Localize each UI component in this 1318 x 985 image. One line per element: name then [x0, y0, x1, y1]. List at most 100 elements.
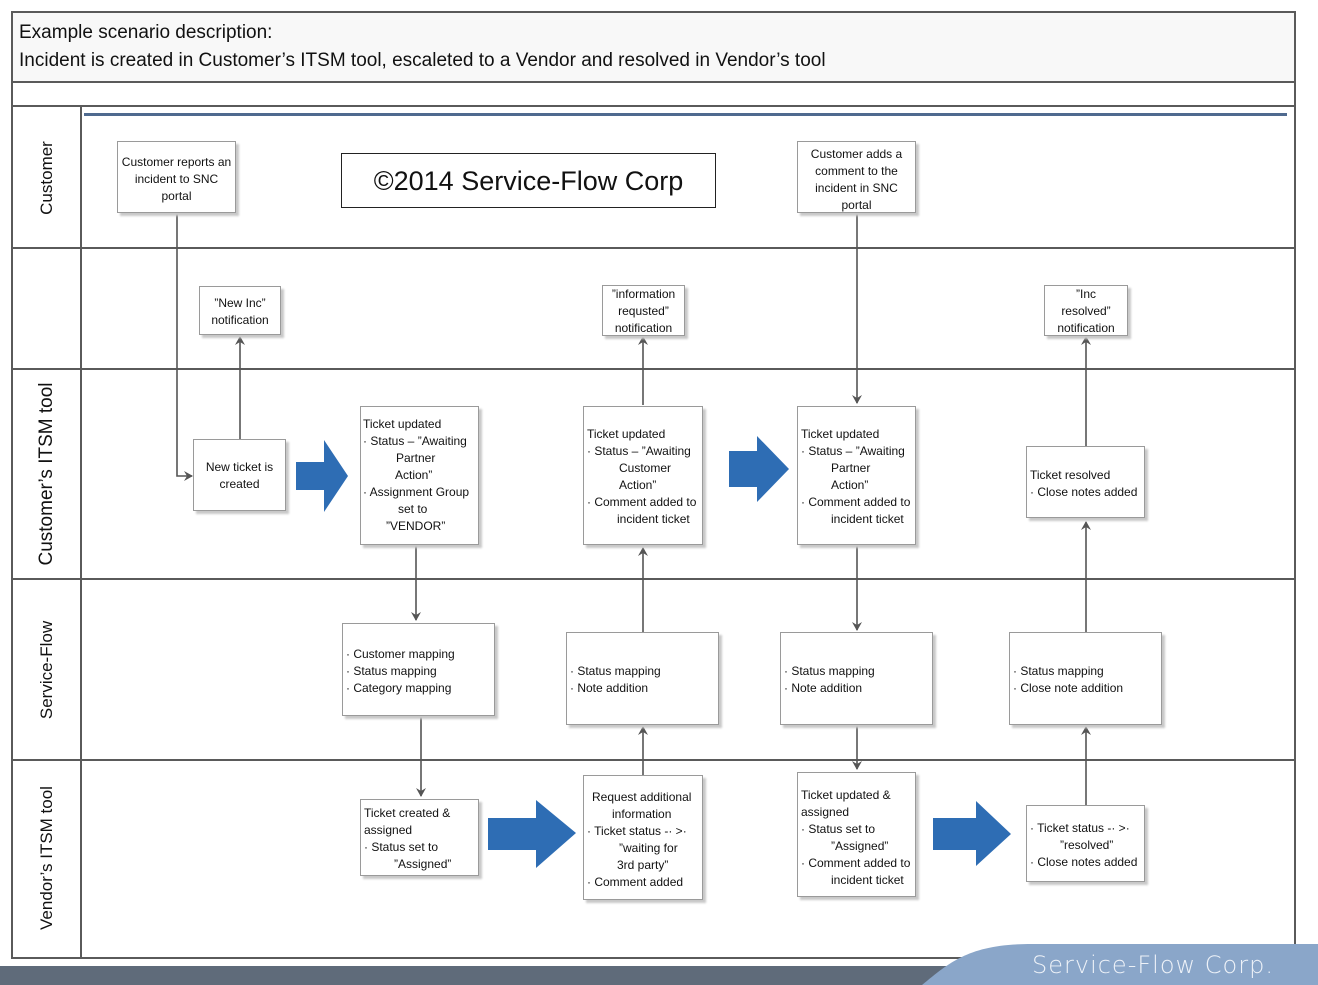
box-text: · Status mapping [346, 664, 437, 678]
box-text: · Close note addition [1013, 681, 1124, 695]
box-text: Partner [396, 451, 436, 465]
block-arrow-right-icon [488, 800, 576, 868]
box-inc-resolved-notification: ”Inc resolved” notification [1044, 285, 1128, 336]
box-text: · Comment added to [801, 856, 911, 870]
box-text: Ticket created & [364, 806, 451, 820]
box-text: · Category mapping [346, 681, 452, 695]
box-text: ”resolved” [1060, 838, 1114, 852]
footer-brand-wave [922, 944, 1318, 985]
box-customer-reports: Customer reports an incident to SNC port… [117, 141, 236, 213]
box-text: · Comment added to [801, 495, 911, 509]
box-vendor-request-info: Request additional information · Ticket … [583, 775, 703, 900]
box-text: created [219, 477, 260, 491]
box-text: · Note addition [570, 681, 649, 695]
box-text: · Status set to [801, 822, 876, 836]
box-text: resolved” [1061, 304, 1111, 318]
box-sf-mapping: · Customer mapping · Status mapping · Ca… [342, 623, 495, 716]
box-text: · Note addition [784, 681, 863, 695]
box-text: ”Inc [1075, 287, 1096, 301]
box-text: Action” [395, 468, 433, 482]
scenario-header: Example scenario description: Incident i… [11, 11, 1296, 83]
box-text: information [612, 807, 672, 821]
box-new-ticket-created: New ticket is created [193, 439, 286, 511]
box-vendor-ticket-updated: Ticket updated & assigned · Status set t… [797, 772, 916, 897]
box-text: · Assignment Group [363, 485, 470, 499]
box-text: portal [841, 198, 872, 212]
box-text: · Ticket status -· >· [587, 824, 687, 838]
box-text: · Close notes added [1030, 485, 1138, 499]
box-text: incident ticket [617, 512, 690, 526]
box-text: · Status mapping [1013, 664, 1104, 678]
box-ticket-updated-awaiting-partner: Ticket updated · Status – ”Awaiting Part… [360, 406, 479, 545]
box-text: Ticket updated & [801, 788, 891, 802]
box-sf-note-addition-2: · Status mapping · Note addition [780, 632, 933, 725]
box-customer-adds-comment: Customer adds a comment to the incident … [797, 141, 916, 213]
lane-divider [11, 578, 1296, 580]
box-text: Partner [831, 461, 871, 475]
box-sf-note-addition: · Status mapping · Note addition [566, 632, 719, 725]
box-text: incident in SNC [815, 181, 898, 195]
box-text: · Close notes added [1030, 855, 1138, 869]
header-spacer [11, 83, 1296, 107]
box-text: notification [211, 313, 269, 327]
box-text: incident ticket [831, 873, 904, 887]
box-text: ”Assigned” [831, 839, 889, 853]
box-text: notification [614, 321, 673, 335]
scenario-description: Incident is created in Customer’s ITSM t… [19, 50, 826, 71]
footer-brand-logo: Service-Flow Corp. [1032, 951, 1274, 979]
box-text: · Status – ”Awaiting [363, 434, 467, 448]
box-text: Ticket updated [801, 427, 880, 441]
box-text: incident ticket [831, 512, 904, 526]
box-text: Customer adds a [810, 147, 903, 161]
scenario-title: Example scenario description: [19, 22, 273, 43]
box-sf-close-note: · Status mapping · Close note addition [1009, 632, 1162, 725]
box-text: requsted” [618, 304, 669, 318]
box-text: ”information [611, 287, 676, 301]
box-text: Action” [831, 478, 869, 492]
box-text: Ticket updated [363, 417, 442, 431]
box-text: Action” [619, 478, 657, 492]
box-text: assigned [801, 805, 850, 819]
box-text: 3rd party” [617, 858, 669, 872]
box-text: comment to the [815, 164, 898, 178]
box-text: · Status – ”Awaiting [801, 444, 905, 458]
block-arrow-right-icon [729, 436, 789, 502]
box-text: · Comment added to [587, 495, 697, 509]
box-text: · Status – ”Awaiting [587, 444, 691, 458]
lane-top-accent [84, 113, 1287, 116]
lane-label-column [11, 107, 82, 959]
box-text: ”waiting for [619, 841, 678, 855]
copyright-notice: ©2014 Service-Flow Corp [341, 153, 716, 208]
box-ticket-resolved: Ticket resolved · Close notes added [1026, 446, 1145, 518]
box-text: Ticket updated [587, 427, 666, 441]
box-ticket-updated-awaiting-customer: Ticket updated · Status – ”Awaiting Cust… [583, 406, 703, 545]
connector-line [176, 212, 193, 481]
box-text: Customer reports an [121, 155, 232, 169]
box-new-inc-notification: ”New Inc” notification [199, 286, 281, 335]
box-text: · Status mapping [570, 664, 661, 678]
box-text: incident to SNC [134, 172, 219, 186]
box-text: assigned [364, 823, 413, 837]
box-vendor-ticket-created: Ticket created & assigned · Status set t… [360, 799, 479, 876]
box-text: set to [398, 502, 428, 516]
block-arrow-right-icon [933, 801, 1011, 866]
lane-divider [11, 759, 1296, 761]
box-text: portal [161, 189, 192, 203]
box-ticket-updated-awaiting-partner-comment: Ticket updated · Status – ”Awaiting Part… [797, 406, 916, 545]
box-text: · Status mapping [784, 664, 875, 678]
box-vendor-ticket-resolved: · Ticket status -· >· ”resolved” · Close… [1026, 805, 1145, 882]
box-text: ”Assigned” [394, 857, 452, 871]
box-text: ”New Inc” [214, 296, 266, 310]
box-text: · Comment added [587, 875, 684, 889]
box-text: Ticket resolved [1030, 468, 1111, 482]
box-text: · Ticket status -· >· [1030, 821, 1130, 835]
box-text: New ticket is [205, 460, 274, 474]
box-text: Request additional [592, 790, 692, 804]
lane-divider [11, 247, 1296, 249]
box-text: ”VENDOR” [386, 519, 446, 533]
box-text: · Status set to [364, 840, 439, 854]
block-arrow-right-icon [296, 440, 348, 512]
box-text: Customer [619, 461, 672, 475]
box-information-requested-notification: ”information requsted” notification [602, 285, 685, 336]
